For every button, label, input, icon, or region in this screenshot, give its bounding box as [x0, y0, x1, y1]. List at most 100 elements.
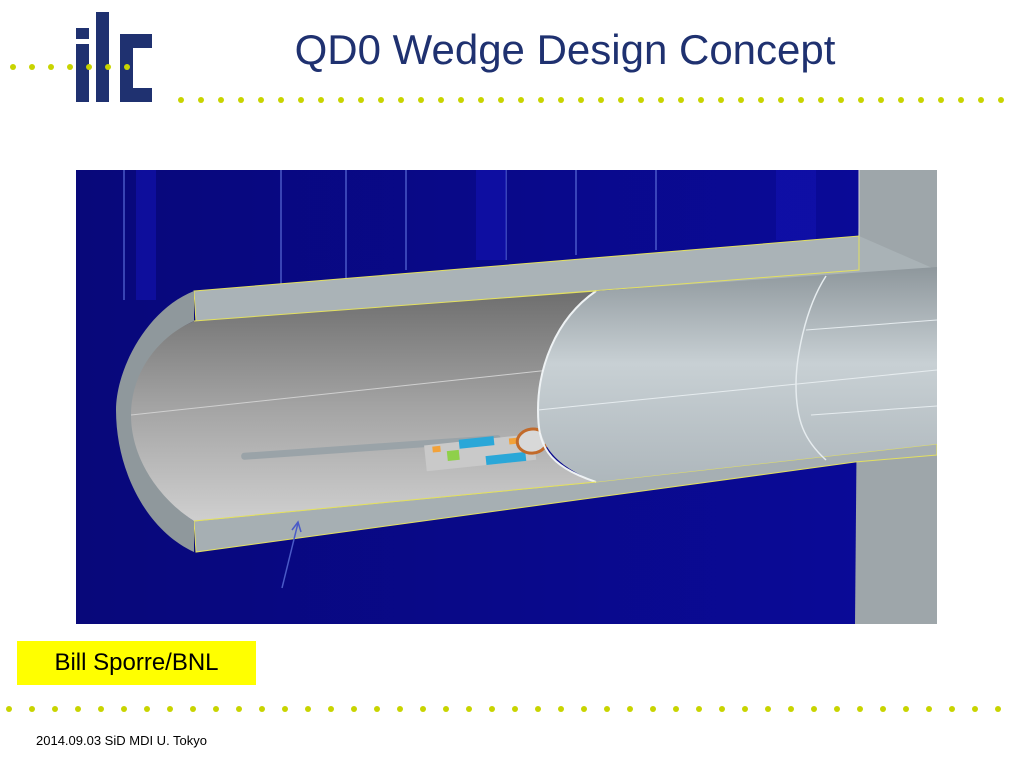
divider-dot [535, 706, 541, 712]
divider-dot [838, 97, 844, 103]
divider-dot [578, 97, 584, 103]
divider-dot [718, 97, 724, 103]
divider-dot [351, 706, 357, 712]
divider-dot [949, 706, 955, 712]
divider-dot [238, 97, 244, 103]
divider-dot [903, 706, 909, 712]
divider-dot [995, 706, 1001, 712]
divider-dot [938, 97, 944, 103]
divider-dot [742, 706, 748, 712]
bottom-dotted-divider [6, 706, 1016, 714]
divider-dot [558, 706, 564, 712]
divider-dot [698, 97, 704, 103]
divider-dot [658, 97, 664, 103]
divider-dot [6, 706, 12, 712]
top-left-dotted-divider [10, 64, 140, 72]
divider-dot [958, 97, 964, 103]
divider-dot [604, 706, 610, 712]
divider-dot [121, 706, 127, 712]
divider-dot [29, 64, 35, 70]
divider-dot [418, 97, 424, 103]
divider-dot [298, 97, 304, 103]
divider-dot [834, 706, 840, 712]
divider-dot [598, 97, 604, 103]
qd0-cad-render-icon [76, 170, 937, 624]
divider-dot [788, 706, 794, 712]
divider-dot [443, 706, 449, 712]
divider-dot [880, 706, 886, 712]
divider-dot [538, 97, 544, 103]
divider-dot [420, 706, 426, 712]
divider-dot [738, 97, 744, 103]
divider-dot [558, 97, 564, 103]
divider-dot [498, 97, 504, 103]
divider-dot [719, 706, 725, 712]
divider-dot [213, 706, 219, 712]
divider-dot [918, 97, 924, 103]
divider-dot [278, 97, 284, 103]
divider-dot [259, 706, 265, 712]
divider-dot [998, 97, 1004, 103]
divider-dot [236, 706, 242, 712]
divider-dot [282, 706, 288, 712]
divider-dot [105, 64, 111, 70]
divider-dot [305, 706, 311, 712]
divider-dot [10, 64, 16, 70]
divider-dot [478, 97, 484, 103]
divider-dot [328, 706, 334, 712]
divider-dot [765, 706, 771, 712]
divider-dot [198, 97, 204, 103]
divider-dot [458, 97, 464, 103]
divider-dot [75, 706, 81, 712]
ilc-logo-icon [76, 12, 152, 102]
divider-dot [898, 97, 904, 103]
divider-dot [318, 97, 324, 103]
divider-dot [926, 706, 932, 712]
divider-dot [67, 64, 73, 70]
divider-dot [438, 97, 444, 103]
divider-dot [857, 706, 863, 712]
divider-dot [397, 706, 403, 712]
divider-dot [398, 97, 404, 103]
divider-dot [673, 706, 679, 712]
divider-dot [696, 706, 702, 712]
divider-dot [374, 706, 380, 712]
divider-dot [627, 706, 633, 712]
divider-dot [29, 706, 35, 712]
credit-label: Bill Sporre/BNL [17, 641, 256, 685]
divider-dot [581, 706, 587, 712]
divider-dot [338, 97, 344, 103]
divider-dot [858, 97, 864, 103]
divider-dot [638, 97, 644, 103]
divider-dot [48, 64, 54, 70]
divider-dot [778, 97, 784, 103]
divider-dot [378, 97, 384, 103]
divider-dot [86, 64, 92, 70]
divider-dot [818, 97, 824, 103]
divider-dot [218, 97, 224, 103]
top-dotted-divider [178, 97, 1008, 105]
divider-dot [258, 97, 264, 103]
divider-dot [167, 706, 173, 712]
divider-dot [358, 97, 364, 103]
divider-dot [811, 706, 817, 712]
divider-dot [798, 97, 804, 103]
footer-text: 2014.09.03 SiD MDI U. Tokyo [36, 733, 208, 748]
divider-dot [512, 706, 518, 712]
divider-dot [52, 706, 58, 712]
page-title: QD0 Wedge Design Concept [294, 26, 836, 73]
divider-dot [489, 706, 495, 712]
divider-dot [978, 97, 984, 103]
divider-dot [466, 706, 472, 712]
divider-dot [618, 97, 624, 103]
divider-dot [972, 706, 978, 712]
divider-dot [98, 706, 104, 712]
divider-dot [190, 706, 196, 712]
divider-dot [758, 97, 764, 103]
divider-dot [144, 706, 150, 712]
divider-dot [678, 97, 684, 103]
divider-dot [650, 706, 656, 712]
divider-dot [178, 97, 184, 103]
divider-dot [518, 97, 524, 103]
divider-dot [878, 97, 884, 103]
